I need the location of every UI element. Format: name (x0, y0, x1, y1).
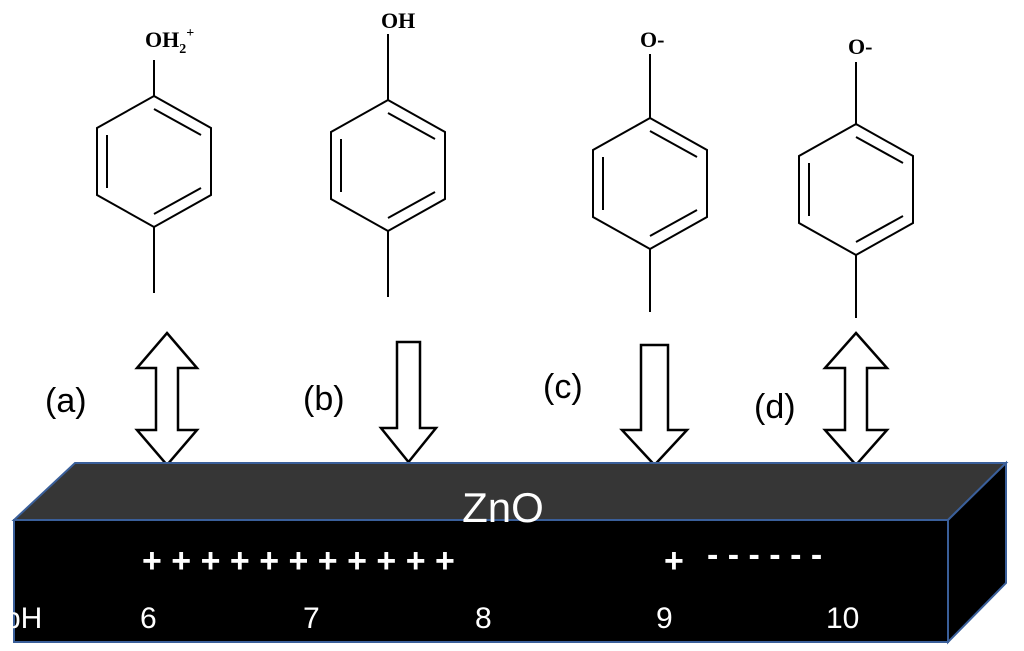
molecule-b-group-label: OH (381, 8, 415, 33)
arrow-c-down-arrow (619, 343, 690, 467)
negative-charges: - - - - - - (707, 536, 822, 574)
molecule-c-ring (592, 116, 708, 251)
molecule-c-double-bond-1 (649, 130, 698, 158)
molecule-b-double-bond-1 (387, 112, 436, 140)
molecule-a-ring (96, 94, 212, 229)
arrow-b-label: (b) (303, 380, 345, 418)
positive-charges: + + + + + + + + + + + (142, 542, 455, 580)
molecule-b: OH (330, 8, 446, 297)
zno-block (11, 460, 1009, 645)
ph-tick-8: 8 (475, 602, 492, 635)
molecule-d: O- (798, 34, 914, 318)
molecule-d-group-label: O- (848, 34, 872, 59)
zno-label: ZnO (462, 484, 544, 531)
molecule-b-double-bond-3 (387, 191, 436, 219)
molecule-d-ring (798, 122, 914, 257)
molecule-c-double-bond-3 (649, 209, 698, 237)
molecule-a-double-bond-3 (153, 187, 202, 215)
molecule-c: O- (592, 27, 708, 312)
zno-block-front-face (13, 519, 949, 643)
ph-tick-9: 9 (656, 602, 673, 635)
ph-tick-10: 10 (826, 602, 859, 635)
arrow-a-label: (a) (45, 382, 87, 420)
positive-charge-single: + (664, 542, 684, 580)
molecule-b-ring (330, 98, 446, 233)
arrow-d-label: (d) (754, 388, 796, 426)
arrow-c-label: (c) (543, 368, 583, 406)
ph-tick-6: 6 (140, 602, 157, 635)
arrow-b-down-arrow (378, 340, 439, 464)
arrow-d-double-arrow (822, 331, 890, 467)
ph-tick-7: 7 (303, 602, 320, 635)
molecule-d-double-bond-1 (855, 136, 904, 164)
molecule-a-double-bond-1 (153, 108, 202, 136)
molecule-c-group-label: O- (640, 27, 664, 52)
molecule-a-group-label: OH2+ (145, 26, 194, 57)
ph-axis-label: pH (4, 602, 42, 635)
molecule-a: OH2+ (96, 26, 212, 293)
molecule-d-double-bond-3 (855, 215, 904, 243)
arrow-a-double-arrow (134, 331, 200, 467)
